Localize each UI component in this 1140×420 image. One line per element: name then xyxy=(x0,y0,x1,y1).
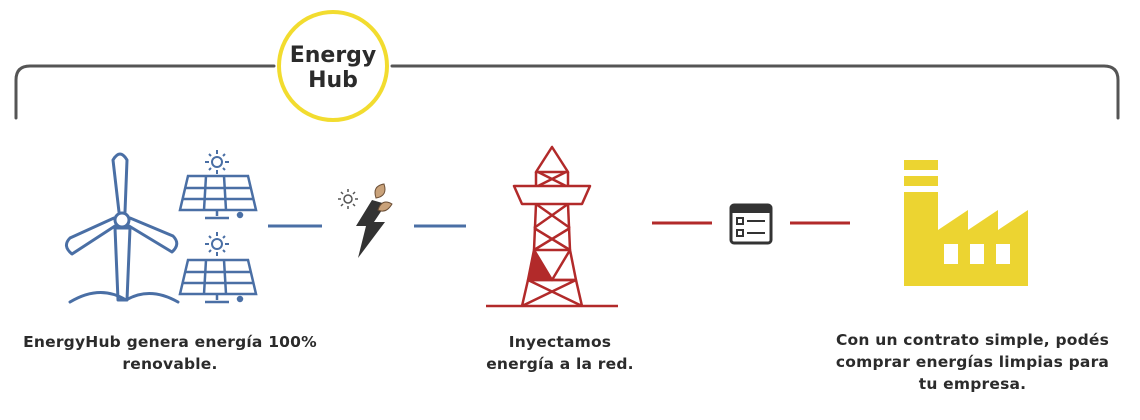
solar-panel-icon xyxy=(178,258,258,304)
caption-line: Con un contrato simple, podés xyxy=(835,331,1110,349)
caption-line: tu empresa. xyxy=(918,375,1027,393)
energyhub-logo: Energy Hub xyxy=(277,10,389,122)
logo-line-1: Energy xyxy=(290,43,377,68)
caption-consumer: Con un contrato simple, podés comprar en… xyxy=(800,329,1140,395)
caption-line: Inyectamos xyxy=(508,333,612,351)
sun-icon xyxy=(205,232,229,256)
top-bracket xyxy=(14,64,1120,120)
factory-icon xyxy=(904,160,1028,286)
wind-turbine-icon xyxy=(65,152,180,304)
caption-line: renovable. xyxy=(122,355,218,373)
caption-line: EnergyHub genera energía 100% xyxy=(23,333,317,351)
sun-icon xyxy=(205,150,229,174)
caption-line: energía a la red. xyxy=(486,355,634,373)
contract-document-icon xyxy=(729,203,773,245)
renewable-energy-bolt-icon xyxy=(338,183,393,258)
logo-line-2: Hub xyxy=(308,68,358,93)
power-tower-icon xyxy=(486,145,618,308)
caption-line: comprar energías limpias para xyxy=(835,353,1110,371)
solar-panel-icon xyxy=(178,174,258,220)
caption-generation: EnergyHub genera energía 100% renovable. xyxy=(0,331,340,375)
caption-grid: Inyectamos energía a la red. xyxy=(455,331,665,375)
